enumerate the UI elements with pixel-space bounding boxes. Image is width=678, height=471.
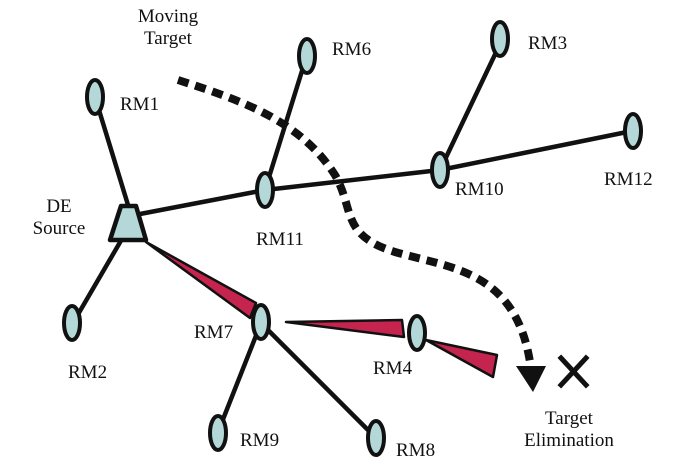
- rm9-label: RM9: [240, 430, 280, 451]
- rm4-label: RM4: [373, 358, 413, 379]
- link-source-rm2: [70, 229, 129, 326]
- rm12-label: RM12: [604, 169, 653, 190]
- link-rm10-rm3: [437, 41, 503, 173]
- rm10-label: RM10: [455, 179, 504, 200]
- beam-rm7-to-rm4: [284, 318, 406, 339]
- rm6-node: [297, 37, 317, 75]
- beam-rm4-to-target: [424, 338, 499, 379]
- rm8-label: RM8: [396, 440, 436, 461]
- target-elimination-line2: Elimination: [524, 429, 614, 451]
- de-source-node: [107, 203, 149, 243]
- link-source-rm1: [92, 94, 131, 208]
- rm1-label: RM1: [120, 94, 160, 115]
- de-source-line1: DE: [46, 196, 72, 217]
- rm8-node: [366, 419, 386, 457]
- rm3-node: [490, 20, 510, 58]
- rm11-node: [255, 171, 275, 209]
- link-rm7-rm9: [215, 320, 264, 435]
- target-elimination-line1: Target: [545, 408, 593, 429]
- rm7-node: [251, 303, 271, 341]
- link-rm11-rm10: [262, 167, 443, 193]
- rm12-node: [623, 112, 643, 150]
- link-rm7-rm8: [258, 320, 379, 441]
- rm6-label: RM6: [332, 39, 372, 60]
- moving-target-line2: Target: [144, 27, 192, 49]
- rm4-node: [407, 314, 427, 352]
- elimination-x-icon: [557, 354, 590, 389]
- de-source-line2: Source: [32, 217, 86, 239]
- rm7-label: RM7: [194, 322, 234, 343]
- moving-target-line1: Moving: [137, 6, 199, 27]
- target-arrowhead: [516, 366, 546, 392]
- rm2-label: RM2: [68, 362, 108, 383]
- target-elimination-label: Target Elimination: [512, 408, 626, 452]
- rm9-node: [208, 414, 228, 452]
- rm1-node: [85, 78, 105, 116]
- rm11-label: RM11: [256, 229, 304, 250]
- link-rm10-rm12: [437, 128, 635, 173]
- rm2-node: [62, 304, 82, 342]
- de-source-label: DE Source: [26, 196, 92, 240]
- moving-target-label: Moving Target: [128, 6, 208, 50]
- beam-source-to-rm7: [144, 240, 258, 320]
- rm3-label: RM3: [528, 33, 568, 54]
- rm10-node: [430, 151, 450, 189]
- link-source-rm11: [137, 187, 268, 217]
- target-trajectory-arrow: [176, 76, 534, 363]
